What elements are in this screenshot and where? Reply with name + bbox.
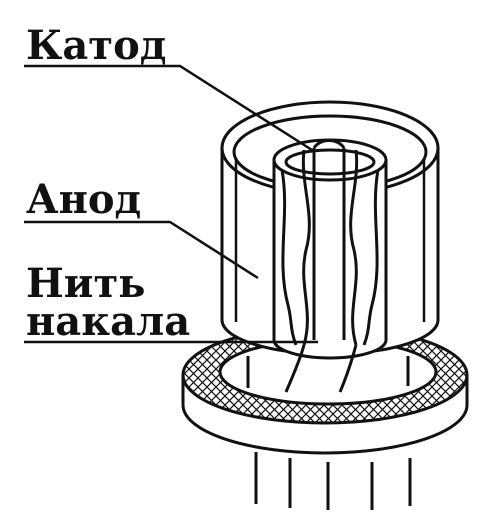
base-disk	[181, 325, 469, 455]
cathode-label: Катод	[26, 22, 167, 69]
base-pins	[254, 452, 412, 510]
anode-label: Анод	[26, 176, 142, 223]
cathode-cylinder	[272, 138, 388, 360]
anode-leader	[24, 220, 259, 280]
cathode-leader	[24, 64, 313, 152]
filament-label-line1: Нить	[26, 260, 146, 307]
filament-leads	[246, 344, 410, 393]
filament-label-line2: накала	[26, 298, 191, 345]
leader-lines	[24, 64, 318, 344]
filament-wires	[280, 139, 380, 346]
